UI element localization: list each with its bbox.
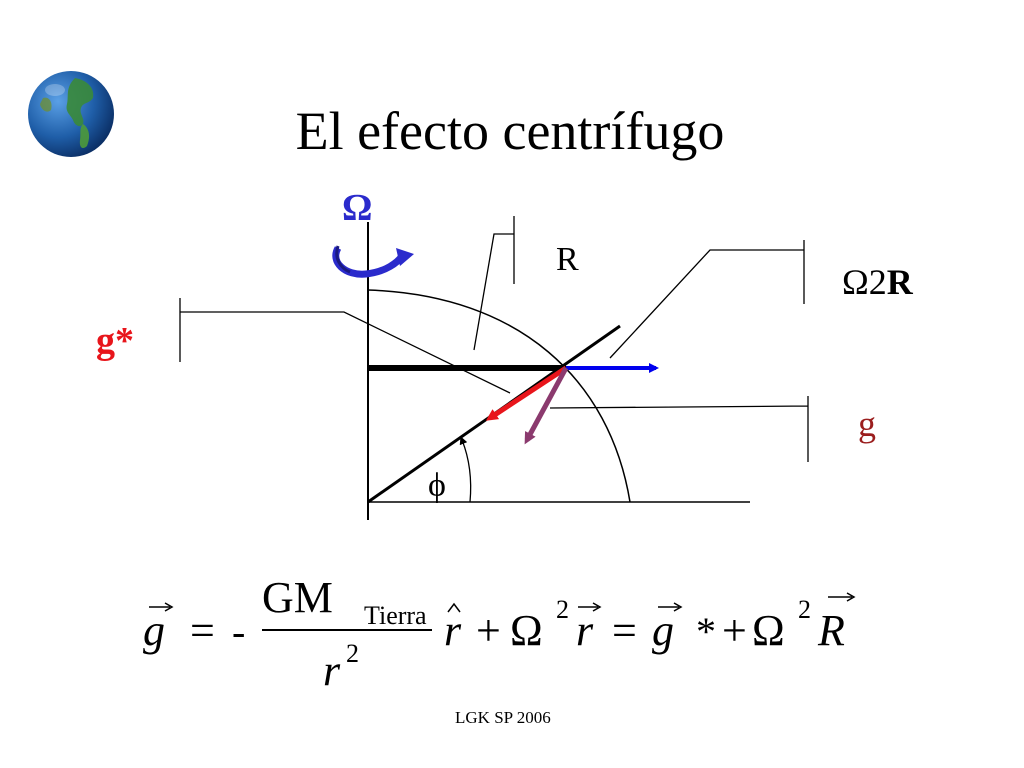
g-label: g xyxy=(858,404,876,444)
eq-r-hat: r xyxy=(444,606,462,655)
g-leader-line xyxy=(549,396,809,462)
g-star-leader-line xyxy=(179,298,511,394)
eq-minus: - xyxy=(232,609,245,654)
earth-globe-icon xyxy=(28,71,114,157)
g-vector xyxy=(524,366,569,445)
g-star-vector xyxy=(485,365,568,421)
R-leader-line xyxy=(473,216,515,351)
eq-r-vector: r xyxy=(576,606,594,655)
phi-angle-arc xyxy=(459,436,472,503)
eq-exp-denominator: 2 xyxy=(346,639,359,668)
slide-title: El efecto centrífugo xyxy=(295,101,725,161)
eq-Omega2: Ω xyxy=(752,606,785,655)
R-label: R xyxy=(556,241,579,278)
eq-R-vector: R xyxy=(817,606,845,655)
rotation-arrow-icon xyxy=(332,245,414,278)
phi-label: ϕ xyxy=(428,467,446,504)
eq-g2: g xyxy=(652,606,674,655)
omega-label: Ω xyxy=(342,187,372,229)
eq-plus2: + xyxy=(722,606,747,655)
eq-star: * xyxy=(696,609,716,654)
omega2R-label: Ω2R xyxy=(842,262,914,302)
eq-equals1: = xyxy=(190,606,215,655)
eq-Tierra: Tierra xyxy=(364,601,427,630)
slide-footer: LGK SP 2006 xyxy=(455,708,551,727)
eq-exp1: 2 xyxy=(556,595,569,624)
eq-GM: GM xyxy=(262,573,333,622)
eq-equals2: = xyxy=(612,606,637,655)
eq-exp2: 2 xyxy=(798,595,811,624)
earth-outline-arc xyxy=(367,289,631,503)
g-star-label: g* xyxy=(96,320,134,362)
eq-plus1: + xyxy=(476,606,501,655)
eq-r-denominator: r xyxy=(323,646,341,695)
eq-Omega1: Ω xyxy=(510,606,543,655)
omega2R-leader-line xyxy=(609,240,805,359)
eq-g1: g xyxy=(143,606,165,655)
